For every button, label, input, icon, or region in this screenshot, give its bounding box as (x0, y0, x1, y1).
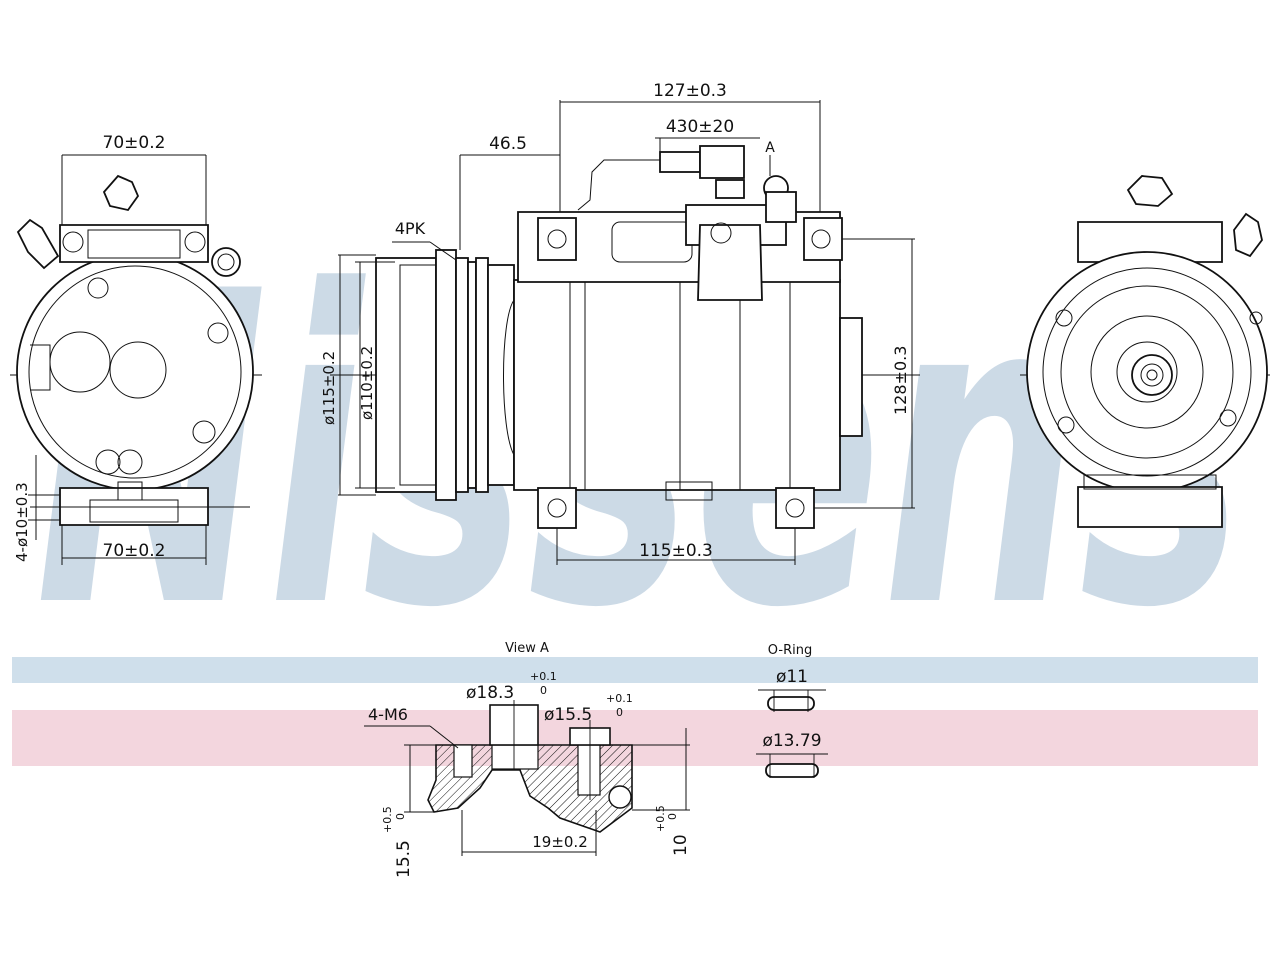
o-ring-title: O-Ring (768, 643, 812, 658)
depth-left-label: 15.5 (394, 840, 414, 878)
side-view-dimensions: 127±0.3 430±20 A 46.5 4PK ø115±0.2 ø110±… (320, 81, 915, 565)
electrical-connector (659, 151, 701, 173)
bore-small-tol-upper: +0.1 (606, 692, 633, 705)
rear-view (10, 174, 262, 526)
pulley (375, 257, 437, 493)
depth-right-label: 10 (671, 834, 691, 856)
o-ring-large (765, 763, 819, 778)
dim-pulley-offset: 46.5 (489, 134, 527, 154)
thread-label: 4-M6 (368, 705, 408, 724)
bore-large-tol-lower: 0 (540, 684, 547, 697)
dim-height-128: 128±0.3 (891, 346, 910, 415)
dim-left-hole: 4-ø10±0.3 (13, 482, 31, 562)
side-view (330, 145, 920, 529)
dim-belt: 4PK (395, 219, 426, 238)
bore-large-tol-upper: +0.1 (530, 670, 557, 683)
o-ring-detail: O-Ring ø11 ø13.79 (756, 643, 828, 778)
depth-right-tol-lower: 0 (666, 813, 679, 820)
o-ring-small-label: ø11 (776, 667, 808, 687)
dim-depth-127: 127±0.3 (653, 81, 727, 101)
view-a: View A ø18.3 +0.1 0 ø15.5 +0.1 0 4-M6 19… (364, 641, 691, 878)
blue-band (12, 657, 1258, 683)
o-ring-large-label: ø13.79 (762, 731, 821, 751)
compressor-body (513, 279, 841, 491)
spacing-label: 19±0.2 (532, 833, 588, 851)
depth-left-tol-upper: +0.5 (381, 806, 394, 833)
dim-left-bottom-width: 70±0.2 (103, 541, 166, 561)
dim-pulley-inner: ø110±0.2 (358, 346, 376, 420)
rear-view-dimensions: 70±0.2 70±0.2 4-ø10±0.3 (13, 133, 207, 565)
bore-large-label: ø18.3 (466, 683, 514, 703)
dim-wire-430: 430±20 (666, 117, 734, 137)
bore-small-tol-lower: 0 (616, 706, 623, 719)
bore-small-label: ø15.5 (544, 705, 592, 725)
pink-band (12, 710, 1258, 766)
dim-pulley-outer: ø115±0.2 (320, 351, 338, 425)
depth-right-tol-upper: +0.5 (654, 805, 667, 832)
view-a-marker: A (765, 140, 775, 156)
depth-left-tol-lower: 0 (394, 813, 407, 820)
view-a-title: View A (505, 641, 549, 656)
dim-left-top-width: 70±0.2 (103, 133, 166, 153)
dim-base-115: 115±0.3 (639, 541, 713, 561)
o-ring-small (767, 696, 815, 711)
front-view (1020, 175, 1270, 528)
